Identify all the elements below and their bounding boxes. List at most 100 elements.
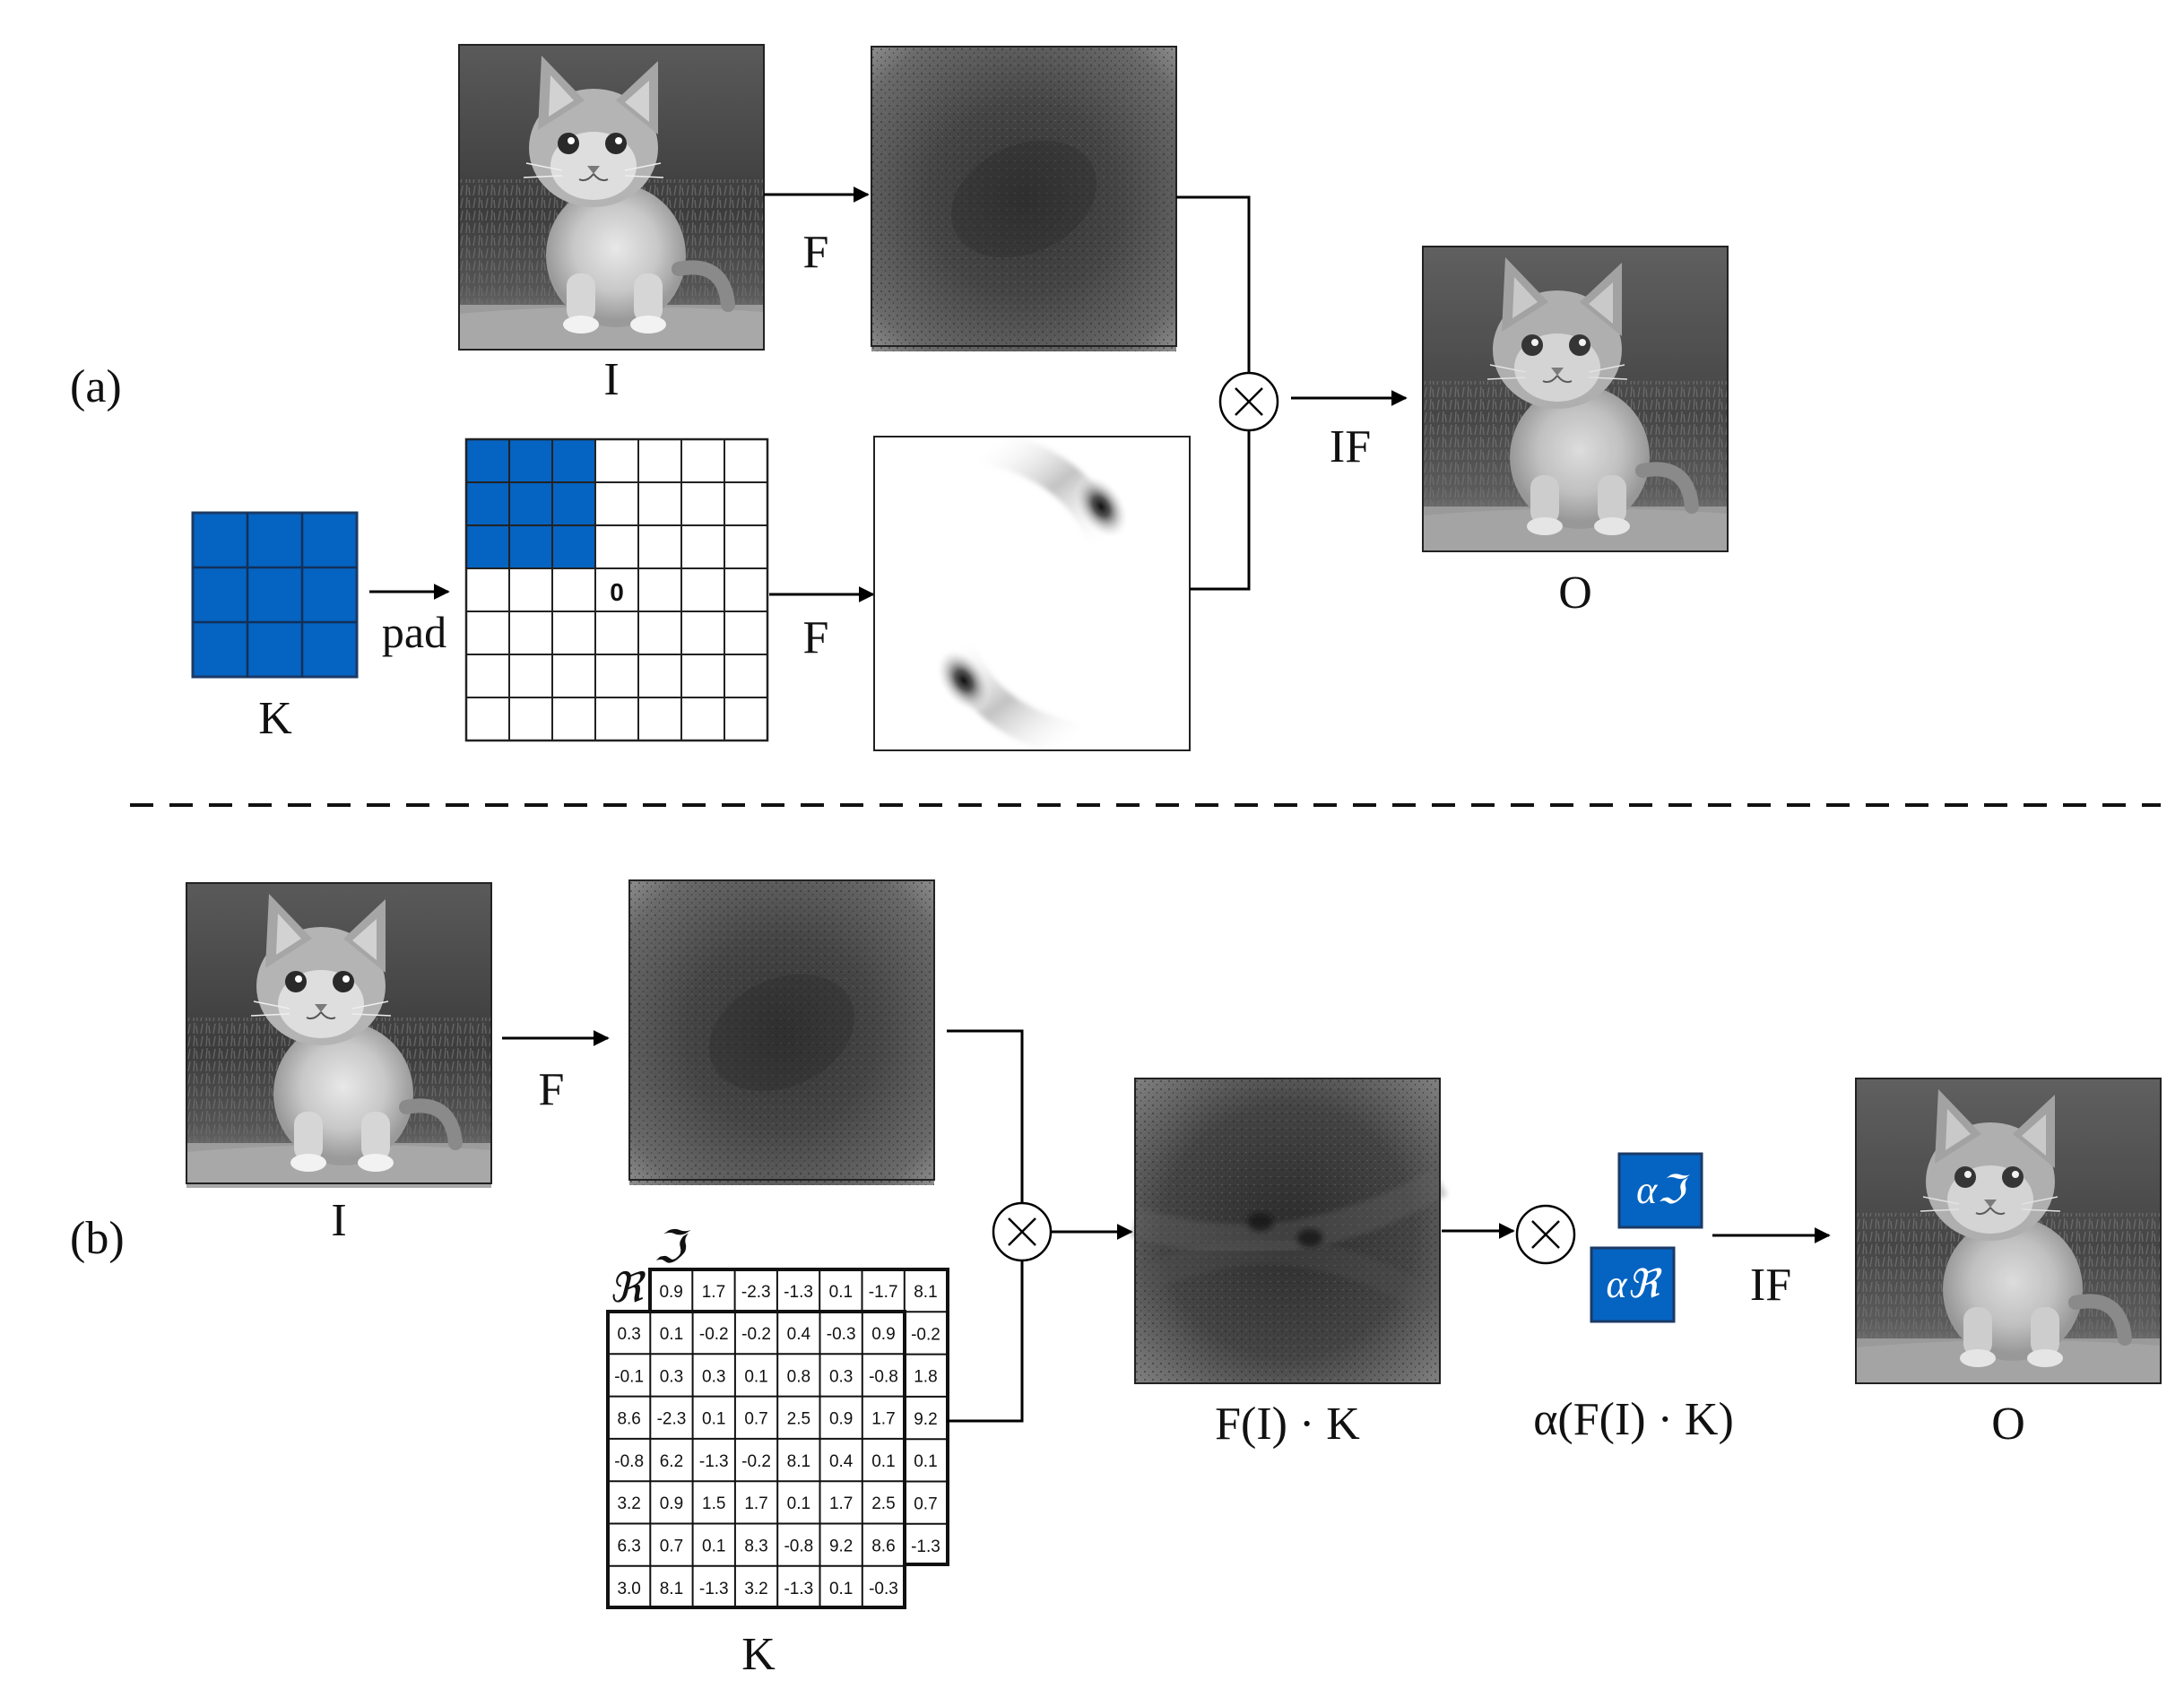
- real-cell: -1.3: [784, 1580, 813, 1598]
- real-cell: -0.8: [869, 1367, 898, 1386]
- alpha-real-box: αℜ: [1590, 1246, 1676, 1323]
- part-b-alpha-label: α(F(I) · K): [1533, 1394, 1734, 1445]
- part-a-output-image: [1423, 247, 1728, 551]
- part-b-inverse-label: IF: [1750, 1260, 1791, 1311]
- part-a-pad-label: pad: [382, 607, 446, 657]
- part-b-kernel-label: K: [741, 1629, 776, 1680]
- real-cell: 1.7: [871, 1410, 895, 1429]
- part-b-alpha-multiply-icon: [1515, 1204, 1576, 1265]
- real-cell: 0.3: [829, 1367, 853, 1386]
- real-cell: 0.1: [702, 1410, 725, 1429]
- kernel-grid-lines: [608, 1269, 948, 1607]
- real-cell: 3.2: [744, 1580, 767, 1598]
- real-cell: 1.5: [702, 1494, 725, 1513]
- imag-cell: -0.2: [911, 1325, 940, 1344]
- real-cell: 9.2: [829, 1537, 853, 1556]
- real-cell: 0.3: [617, 1325, 640, 1344]
- part-b-multiply-icon: [992, 1201, 1053, 1262]
- part-b-label: (b): [70, 1213, 125, 1264]
- part-b-input-spectrum: [628, 879, 935, 1185]
- part-a-kernel: [191, 511, 359, 679]
- real-cell: -2.3: [657, 1410, 687, 1429]
- part-a-inverse-label: IF: [1330, 421, 1371, 472]
- real-cell: -0.1: [614, 1367, 644, 1386]
- real-cell: 0.1: [787, 1494, 810, 1513]
- real-cell: -1.3: [699, 1580, 729, 1598]
- real-cell: 6.3: [617, 1537, 640, 1556]
- imag-cell: 1.7: [702, 1283, 725, 1302]
- real-cell: 0.7: [744, 1410, 767, 1429]
- real-plane-frame: [606, 1310, 906, 1609]
- imag-cell: -2.3: [741, 1283, 771, 1302]
- real-cell: 0.9: [660, 1494, 683, 1513]
- real-cell: 2.5: [787, 1410, 810, 1429]
- imag-cell: 0.7: [914, 1495, 937, 1514]
- imag-cell: 0.1: [829, 1283, 853, 1302]
- real-cell: 1.7: [829, 1494, 853, 1513]
- real-cell: -0.2: [741, 1325, 771, 1344]
- part-b-wire-bottom: [947, 1260, 1024, 1423]
- real-cell: 0.3: [660, 1367, 683, 1386]
- imag-symbol: ℑ: [654, 1222, 691, 1272]
- real-cell: 8.1: [787, 1452, 810, 1471]
- part-a-input-label: I: [603, 354, 619, 405]
- part-b-wire-top: [947, 1029, 1024, 1203]
- real-cell: -0.3: [869, 1580, 898, 1598]
- real-cell: -0.3: [827, 1325, 856, 1344]
- real-cell: 8.6: [871, 1537, 895, 1556]
- real-cell: 2.5: [871, 1494, 895, 1513]
- real-cell: 3.0: [617, 1580, 640, 1598]
- real-cell: 0.9: [829, 1410, 853, 1429]
- imag-right-col: -0.2 1.8 9.2 0.1 0.7 -1.3: [911, 1325, 940, 1556]
- part-a-fourier-label-top: F: [803, 227, 829, 278]
- part-b-input-label: I: [331, 1195, 346, 1246]
- imag-cell: 9.2: [914, 1410, 937, 1429]
- real-cell: 0.3: [702, 1367, 725, 1386]
- real-cell: 8.3: [744, 1537, 767, 1556]
- real-cell: 0.4: [787, 1325, 811, 1344]
- alpha-imag-text: αℑ: [1636, 1168, 1690, 1212]
- imag-cell: -1.3: [784, 1283, 813, 1302]
- part-b-fourier-label: F: [539, 1064, 565, 1115]
- part-b-product-spectrum: [1130, 1078, 1448, 1384]
- real-cell: 3.2: [617, 1494, 640, 1513]
- real-cell: 0.8: [787, 1367, 810, 1386]
- part-b-product-label: F(I) · K: [1215, 1399, 1360, 1450]
- real-cell: 0.4: [829, 1452, 854, 1471]
- real-symbol: ℜ: [609, 1265, 646, 1311]
- real-cell: 0.7: [660, 1537, 683, 1556]
- real-cell: -0.8: [784, 1537, 813, 1556]
- real-cell: 8.1: [660, 1580, 683, 1598]
- part-a-wire-top: [1176, 195, 1251, 377]
- part-a-input-image: [459, 45, 764, 350]
- real-cell: 0.9: [871, 1325, 895, 1344]
- real-cell: 0.1: [829, 1580, 853, 1598]
- imag-cell: 1.8: [914, 1368, 937, 1387]
- part-b-input-image: [186, 883, 491, 1188]
- part-a-fourier-label-kernel: F: [803, 612, 829, 663]
- real-grid: 0.3 0.1 -0.2 -0.2 0.4 -0.3 0.9 -0.1 0.3 0.3 0.1 0.8…: [614, 1325, 898, 1598]
- real-cell: -1.3: [699, 1452, 729, 1471]
- part-a-kernel-spectrum: [873, 428, 1191, 759]
- real-cell: 0.1: [702, 1537, 725, 1556]
- part-a-wire-bottom: [1190, 429, 1251, 591]
- real-cell: 6.2: [660, 1452, 683, 1471]
- part-a-label: (a): [70, 361, 122, 412]
- part-a-input-spectrum: [871, 46, 1177, 351]
- part-a-output-label: O: [1558, 567, 1592, 619]
- imag-cell: 0.1: [914, 1452, 937, 1471]
- imag-cell: -1.3: [911, 1537, 940, 1556]
- part-a-pad-zero: 0: [610, 578, 624, 606]
- real-cell: 1.7: [744, 1494, 767, 1513]
- real-cell: 0.1: [660, 1325, 683, 1344]
- real-cell: -0.2: [699, 1325, 729, 1344]
- real-cell: 0.1: [871, 1452, 895, 1471]
- part-b-output-label: O: [1991, 1399, 2025, 1450]
- real-cell: -0.2: [741, 1452, 771, 1471]
- part-a-kernel-label: K: [258, 693, 292, 744]
